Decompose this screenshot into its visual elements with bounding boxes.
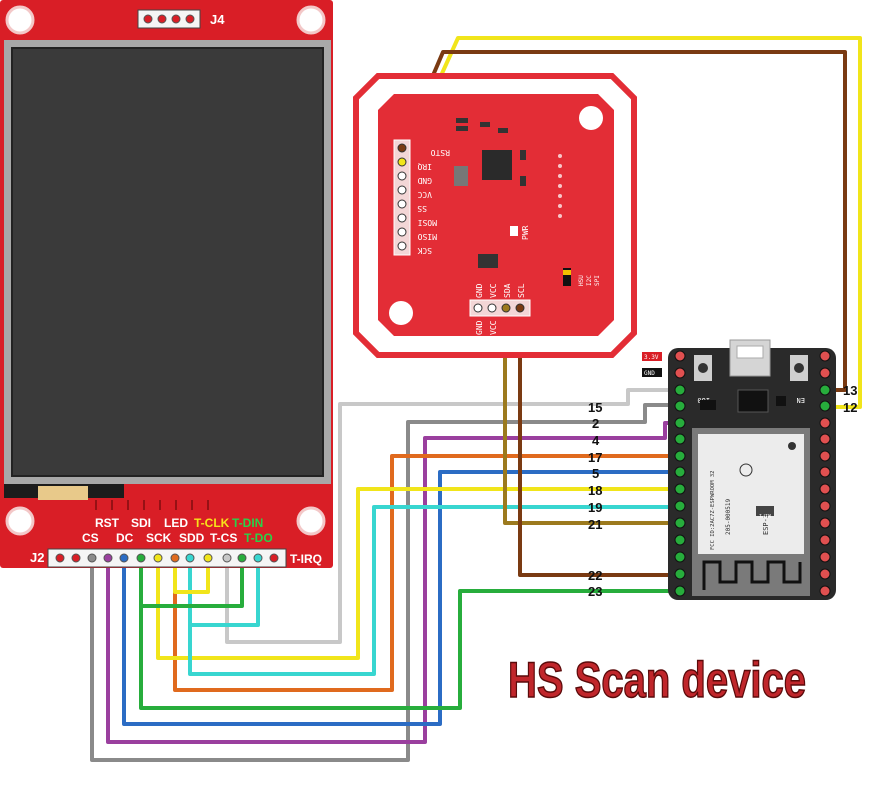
esp32-right-pins bbox=[819, 350, 831, 597]
wire-cyan-19 bbox=[188, 505, 680, 676]
rfid-bot-scl: SCL bbox=[517, 283, 526, 298]
wire-yellow-18 bbox=[156, 487, 680, 660]
gpio-label-5: 5 bbox=[592, 466, 599, 481]
rfid-left-header bbox=[393, 139, 411, 256]
rfid-left-pins bbox=[397, 143, 407, 251]
gpio-label-21: 21 bbox=[588, 517, 602, 532]
svg-text:205-000519: 205-000519 bbox=[725, 498, 732, 535]
screen-flex-tab bbox=[38, 486, 88, 500]
svg-text:FCC ID:2AC7Z-ESPWROOM 32: FCC ID:2AC7Z-ESPWROOM 32 bbox=[710, 471, 716, 550]
rfid-chip bbox=[482, 150, 512, 180]
header-j2 bbox=[47, 548, 287, 568]
esp32-shield bbox=[698, 434, 804, 554]
wire-orange-17 bbox=[173, 454, 680, 692]
esp32-board: 3.3V GND IO0 EN FCC ID:2AC7Z-ESPWROOM 32… bbox=[642, 339, 836, 600]
rfid-pin-irq: IRQ bbox=[417, 162, 432, 171]
rfid-bot-gnd: GND bbox=[475, 283, 484, 298]
rfid-pcb bbox=[378, 94, 614, 336]
gpio-label-2: 2 bbox=[592, 416, 599, 431]
rfid-pin-rsto: RSTO bbox=[431, 148, 450, 157]
gpio-label-19: 19 bbox=[588, 500, 602, 515]
svg-text:I2C: I2C bbox=[586, 275, 593, 286]
wire-gray-2 bbox=[90, 403, 680, 762]
wire-brown-22 bbox=[518, 308, 680, 577]
esp32-antenna bbox=[702, 560, 802, 590]
rfid-pin-ss: SS bbox=[417, 204, 427, 213]
pin-label-sck: SCK bbox=[146, 531, 172, 545]
pin-label-tcs: T-CS bbox=[210, 531, 237, 545]
rfid-pin-sck: SCK bbox=[417, 246, 432, 255]
svg-text:SPI: SPI bbox=[594, 275, 601, 286]
svg-text:VCC: VCC bbox=[489, 320, 498, 335]
rfid-board: PWR HSU I2C SPI RSTO IRQ GND VCC bbox=[353, 73, 637, 358]
rfid-pin-vcc: VCC bbox=[417, 190, 432, 199]
wire-green-local bbox=[139, 560, 244, 608]
pin-label-dc: DC bbox=[116, 531, 134, 545]
rfid-hole-tr bbox=[579, 106, 603, 130]
gpio-label-17: 17 bbox=[588, 450, 602, 465]
rfid-mode-switch bbox=[563, 268, 571, 286]
rfid-pin-miso: MISO bbox=[418, 232, 437, 241]
rfid-bot-sda: SDA bbox=[503, 283, 512, 298]
label-j2: J2 bbox=[30, 550, 44, 565]
pin-label-rst: RST bbox=[95, 516, 120, 530]
j2-pins bbox=[55, 553, 279, 563]
pin-label-tdo: T-DO bbox=[244, 531, 273, 545]
pin-label-cs: CS bbox=[82, 531, 99, 545]
rfid-pin-mosi: MOSI bbox=[418, 218, 437, 227]
mount-hole-bl bbox=[5, 506, 35, 536]
tft-display-board: J4 RST SDI LED T-CLK T-DIN CS DC SCK SDD… bbox=[0, 0, 333, 568]
svg-text:HSU: HSU bbox=[578, 275, 585, 286]
pin-label-tclk: T-CLK bbox=[194, 516, 230, 530]
rfid-bottom-header bbox=[469, 299, 531, 317]
wire-lightgray-15 bbox=[225, 388, 680, 644]
label-j4: J4 bbox=[210, 12, 225, 27]
svg-text:EN: EN bbox=[797, 396, 805, 404]
diagram-title: HS Scan device bbox=[508, 652, 806, 708]
pin-label-sdd: SDD bbox=[179, 531, 205, 545]
screen bbox=[11, 47, 324, 477]
gpio-labels: 15 2 4 17 5 18 19 21 22 23 13 12 bbox=[588, 383, 857, 599]
wire-olive-21 bbox=[503, 308, 680, 525]
rfid-pwr-label: PWR bbox=[521, 225, 530, 240]
gpio-label-13: 13 bbox=[843, 383, 857, 398]
svg-text:ESP-32: ESP-32 bbox=[762, 510, 770, 535]
wire-purple-4 bbox=[106, 421, 680, 744]
pin-label-led: LED bbox=[164, 516, 188, 530]
mount-hole-tl bbox=[5, 5, 35, 35]
mount-hole-br bbox=[296, 506, 326, 536]
pin-label-sdi: SDI bbox=[131, 516, 151, 530]
header-j4 bbox=[137, 9, 201, 29]
gpio-label-12: 12 bbox=[843, 400, 857, 415]
badge-3v3 bbox=[642, 352, 662, 361]
rfid-pin-gnd: GND bbox=[417, 176, 432, 185]
gpio-label-22: 22 bbox=[588, 568, 602, 583]
gpio-label-23: 23 bbox=[588, 584, 602, 599]
wire-yellow-local bbox=[173, 560, 210, 594]
rfid-bot-vcc: VCC bbox=[489, 283, 498, 298]
gpio-label-18: 18 bbox=[588, 483, 602, 498]
wires bbox=[90, 36, 862, 762]
wire-green-23 bbox=[139, 560, 680, 710]
svg-text:3.3V: 3.3V bbox=[644, 354, 659, 361]
rfid-hole-bl bbox=[389, 301, 413, 325]
pin-label-tirq: T-IRQ bbox=[290, 552, 322, 566]
badge-gnd bbox=[642, 368, 662, 377]
gpio-label-15: 15 bbox=[588, 400, 602, 415]
gpio-label-4: 4 bbox=[592, 433, 600, 448]
pin-label-tdin: T-DIN bbox=[232, 516, 263, 530]
wire-cyan-local bbox=[190, 560, 260, 627]
svg-text:GND: GND bbox=[475, 320, 484, 335]
svg-text:GND: GND bbox=[644, 370, 655, 377]
mount-hole-tr bbox=[296, 5, 326, 35]
svg-text:WiFi: WiFi bbox=[759, 512, 771, 518]
esp32-left-pins bbox=[674, 350, 686, 597]
